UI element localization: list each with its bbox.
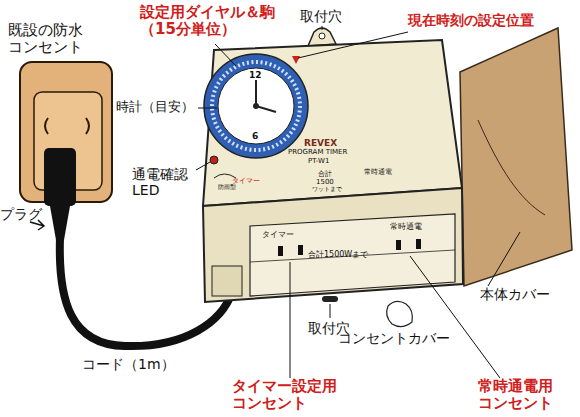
timer-top-face [203, 40, 462, 206]
dial-pins [212, 62, 300, 150]
always-socket-slot [416, 239, 421, 249]
time-marker [292, 56, 300, 64]
panel-text: ワットまで [312, 186, 352, 193]
body-cover [460, 28, 572, 286]
part-label: 取付穴 [300, 8, 360, 24]
part-label: タイマー設定用コンセント [232, 378, 340, 413]
brand-text: REVEX [304, 138, 364, 148]
clock-hand [255, 80, 257, 106]
socket-cover [387, 301, 413, 326]
panel-text: 1500 [316, 178, 346, 186]
leader-lines [196, 26, 520, 378]
part-label: 常時通電用コンセント [478, 378, 558, 413]
part-label: 時計（目安） [116, 100, 200, 115]
panel-text: 防雨型 [218, 184, 248, 191]
timer-front-face [203, 188, 463, 302]
socket-text: タイマー [262, 230, 302, 239]
socket-panel [250, 214, 455, 296]
part-label: プラグ [0, 206, 60, 222]
always-socket-slot [396, 240, 401, 250]
part-label: 設定用ダイヤル＆駒（15分単位） [140, 4, 282, 39]
power-led [210, 156, 218, 164]
outlet-slots [45, 118, 89, 134]
mount-hole-bottom [322, 296, 338, 302]
model-text: PT-W1 [308, 157, 348, 165]
socket-text: 常時通電 [390, 222, 430, 231]
setting-dial [204, 54, 308, 158]
mount-tab [308, 28, 336, 46]
cord-entry [212, 266, 242, 296]
part-label: 通電確認LED [132, 166, 196, 198]
mount-hole [319, 33, 325, 39]
panel-text: タイマー [232, 177, 272, 185]
clock-face [218, 68, 294, 144]
panel-text: 合計 [318, 170, 348, 178]
model-text: PROGRAM TIMER [288, 148, 378, 156]
part-label: 現在時刻の設定位置 [408, 12, 578, 28]
clock-hand [256, 106, 276, 112]
plug-body [44, 148, 76, 206]
socket-text: 合計1500Wまで [308, 250, 388, 259]
part-label: コンセントカバー [338, 330, 468, 346]
part-label: 本体カバー [480, 286, 570, 302]
dial-number: 6 [252, 131, 272, 141]
part-label: 既設の防水コンセント [8, 22, 88, 57]
cover-crease [478, 120, 545, 215]
clock-center [253, 103, 259, 109]
timer-socket-slot [278, 246, 283, 256]
timer-socket-slot [298, 245, 303, 255]
part-label: コード（1m） [82, 356, 192, 372]
panel-text: 常時通電 [364, 168, 404, 176]
dial-number: 12 [249, 70, 269, 80]
